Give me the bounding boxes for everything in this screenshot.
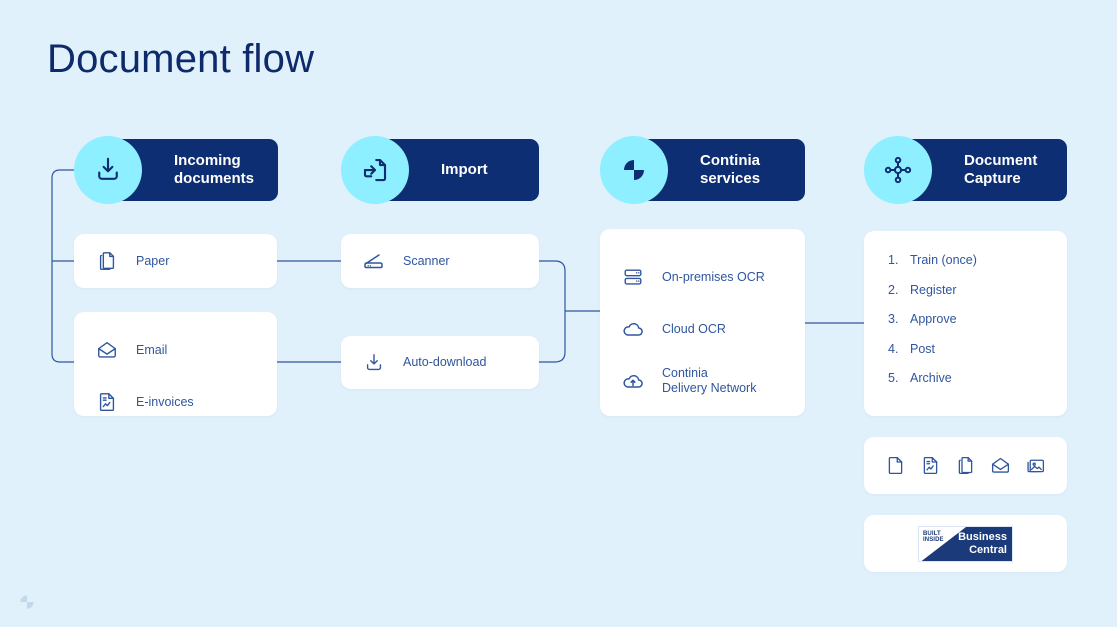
file-types-strip [864,437,1067,494]
list-item[interactable]: Email [74,324,277,376]
continia-logo-icon [600,136,668,204]
list-item[interactable]: Scanner [341,234,539,288]
paper-card[interactable]: Paper [74,234,277,288]
list-item-label: Email [136,342,168,357]
cloud-icon [620,316,646,342]
image-file-icon [1025,455,1046,476]
page-title: Document flow [47,37,315,81]
step-label: Approve [910,312,957,326]
step-number: 2. [888,282,899,297]
column-header-import[interactable]: Import [341,136,539,204]
scanner-card[interactable]: Scanner [341,234,539,288]
capture-steps-card[interactable]: 1. Train (once) 2. Register 3. Approve 4… [864,231,1067,416]
step-number: 3. [888,312,899,326]
envelope-icon [990,455,1011,476]
list-item: 5. Archive [864,371,1067,401]
step-label: Archive [910,371,952,385]
list-item[interactable]: Paper [74,234,277,288]
list-item-label: Cloud OCR [662,321,726,336]
step-label: Train (once) [910,253,977,267]
file-chart-icon [920,455,941,476]
step-number: 4. [888,341,899,356]
list-item-label: On-premises OCR [662,269,765,284]
list-item[interactable]: Continia Delivery Network [600,355,805,407]
envelope-icon [94,337,120,363]
column-header-continia-services[interactable]: Continia services [600,136,805,204]
list-item: 4. Post [864,342,1067,372]
list-item[interactable]: E-invoices [74,376,277,428]
network-nodes-icon [864,136,932,204]
badge-triangle [919,526,966,561]
file-icon [885,455,906,476]
download-tray-icon [74,136,142,204]
badge-product-line2: Central [969,543,1007,556]
list-item: 2. Register [864,283,1067,313]
column-title: Continia services [700,152,761,187]
server-icon [620,264,646,290]
badge-product-line1: Business [958,530,1007,543]
list-item: 1. Train (once) [864,253,1067,283]
list-item-label: Scanner [403,253,450,268]
step-label: Post [910,341,936,356]
step-number: 5. [888,371,899,385]
cloud-upload-icon [620,368,646,394]
download-tray-icon [361,350,387,376]
list-item: 3. Approve [864,312,1067,342]
continia-services-card[interactable]: On-premises OCR Cloud OCR Continia Deliv… [600,229,805,416]
list-item[interactable]: Cloud OCR [600,303,805,355]
list-item-label: Continia Delivery Network [662,366,757,395]
email-card[interactable]: Email E-invoices [74,312,277,416]
document-chart-icon [94,389,120,415]
badge-built-inside-text: BUILT INSIDE [923,530,944,544]
list-item-label: E-invoices [136,394,194,409]
document-import-icon [341,136,409,204]
column-title: Import [441,161,488,178]
documents-copy-icon [94,248,120,274]
scanner-icon [361,248,387,274]
list-item-label: Paper [136,253,170,268]
list-item[interactable]: Auto-download [341,336,539,389]
auto-download-card[interactable]: Auto-download [341,336,539,389]
file-copies-icon [955,455,976,476]
column-header-incoming-documents[interactable]: Incoming documents [74,136,278,204]
column-header-document-capture[interactable]: Document Capture [864,136,1067,204]
list-item-label: Auto-download [403,355,487,369]
column-title: Document Capture [964,152,1038,187]
step-label: Register [910,282,957,297]
continia-logo-icon [17,592,37,612]
list-item[interactable]: On-premises OCR [600,251,805,303]
column-title: Incoming documents [174,152,255,187]
step-number: 1. [888,253,899,267]
file-types-card[interactable] [864,437,1067,494]
